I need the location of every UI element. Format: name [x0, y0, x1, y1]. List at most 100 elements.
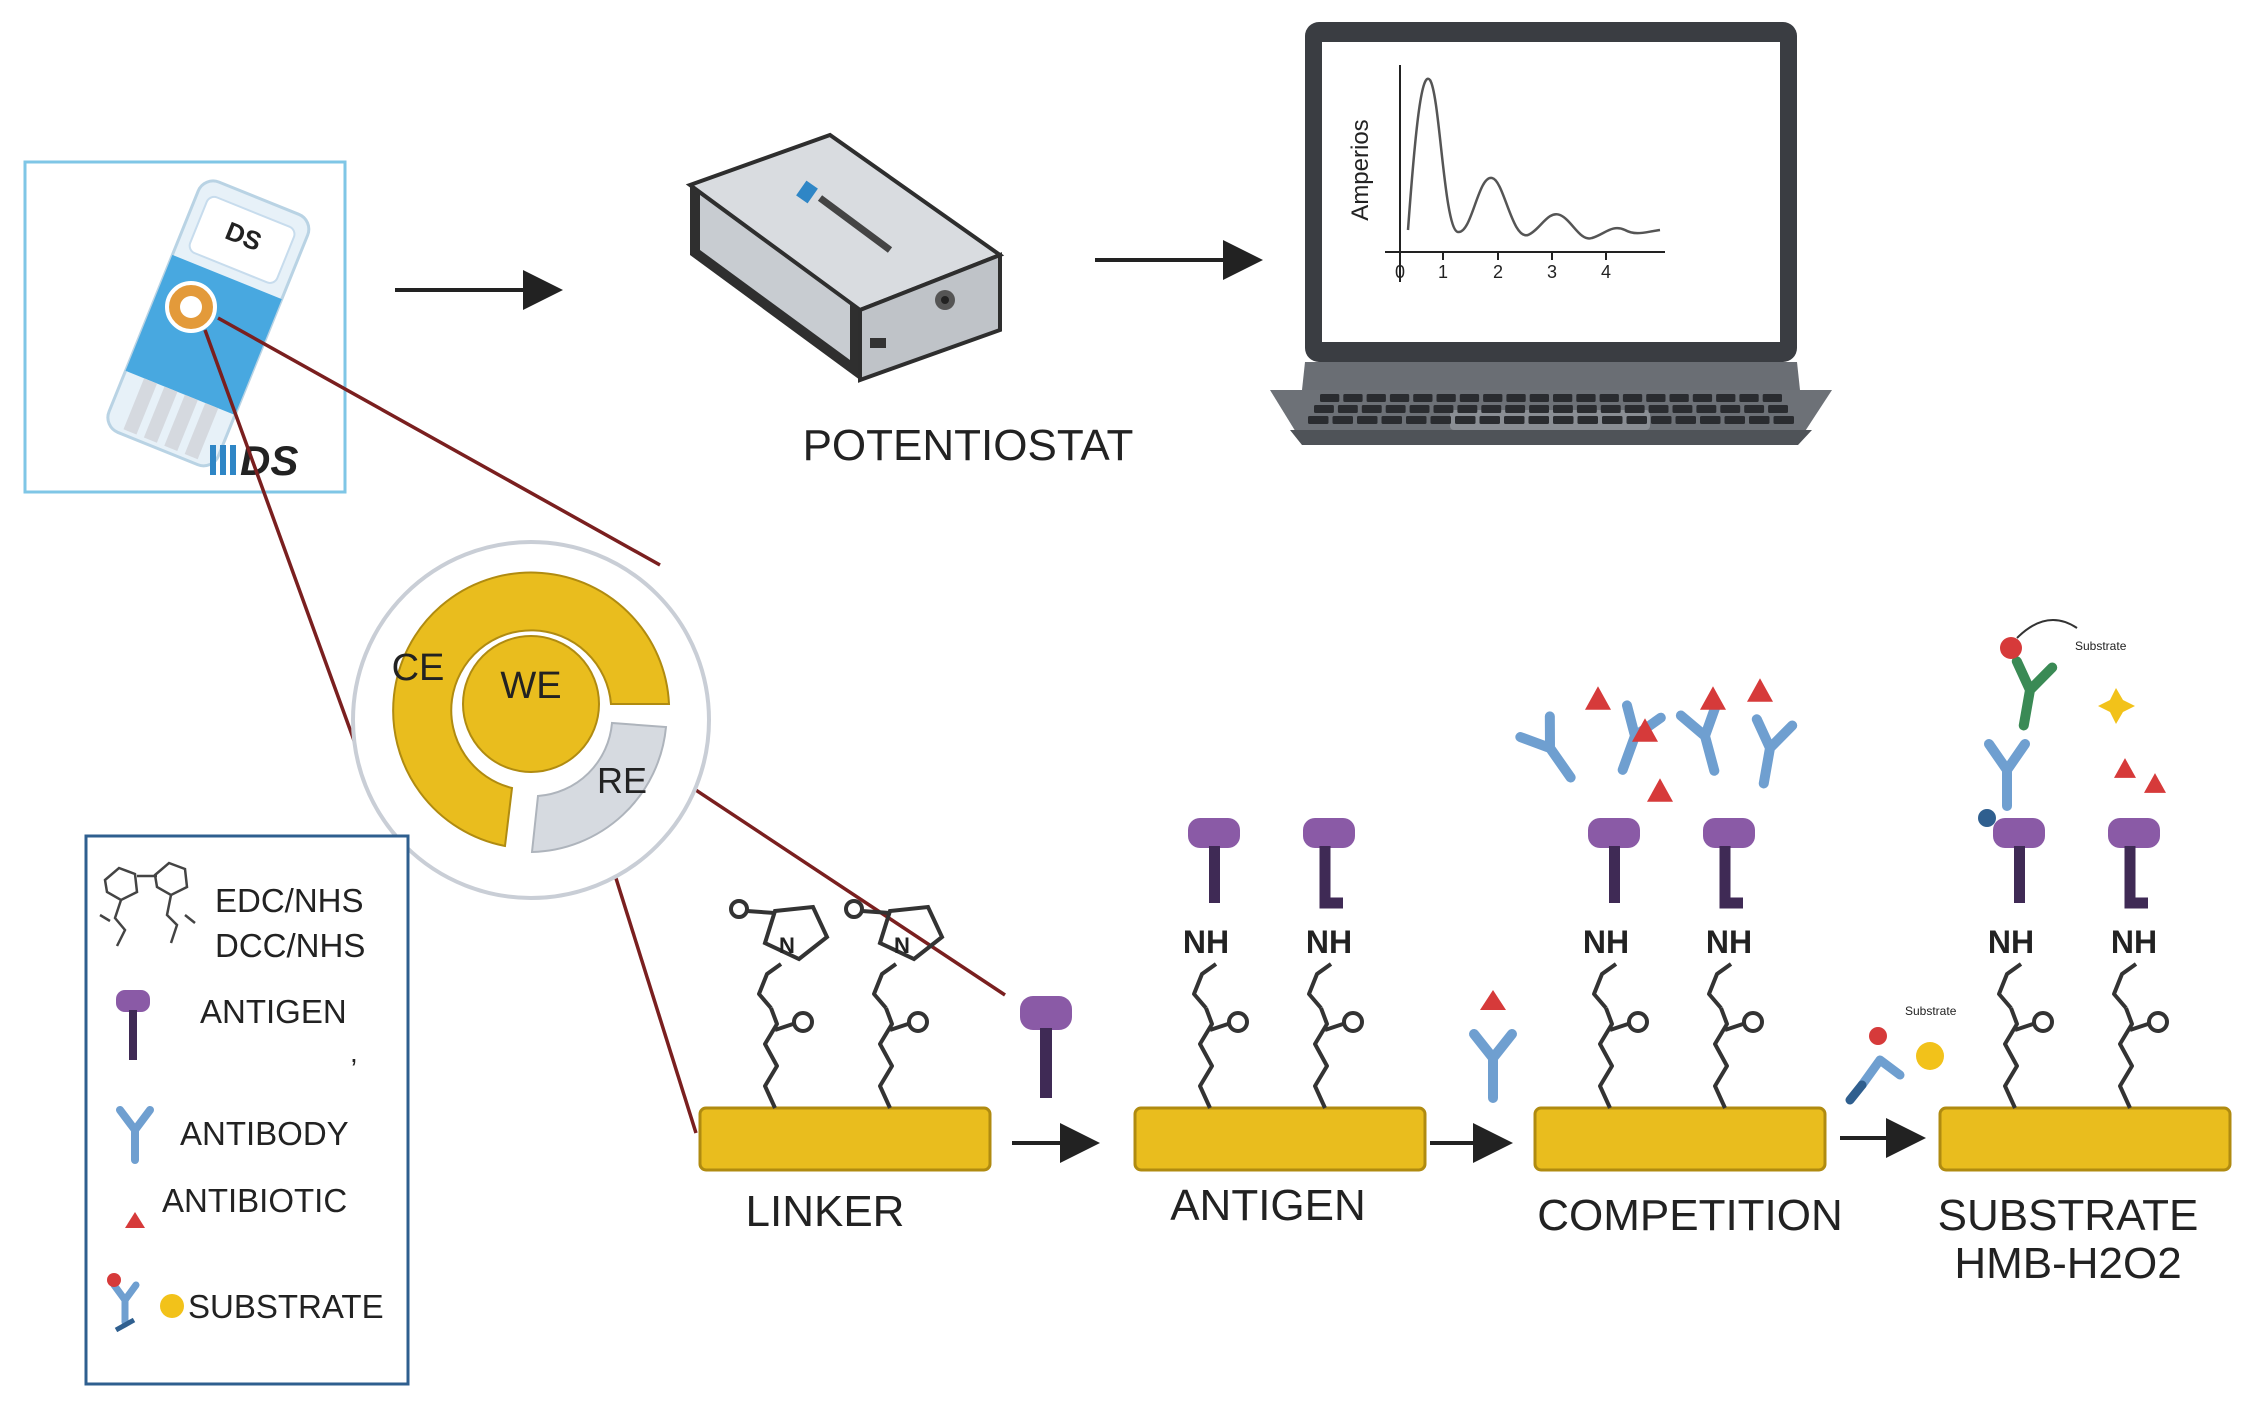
antibody-icon — [116, 1106, 154, 1164]
keyboard-key — [1389, 394, 1410, 402]
crosslinker-icon — [99, 861, 196, 947]
we-label: WE — [500, 665, 561, 707]
keyboard-key — [1385, 405, 1406, 413]
keyboard-key — [1720, 405, 1741, 413]
free-antigen — [1020, 996, 1072, 1098]
nitrogen-atom: N — [779, 933, 795, 958]
step-label-antigen: ANTIGEN — [1170, 1181, 1366, 1230]
working-electrode — [462, 635, 600, 773]
keyboard-key — [1381, 416, 1402, 424]
antibody — [1751, 714, 1798, 789]
counter-electrode — [392, 571, 671, 848]
keyboard-key — [1504, 416, 1525, 424]
step-arrows — [1012, 1118, 1926, 1163]
amine-label: NH — [1583, 924, 1629, 960]
keyboard-key — [1599, 394, 1619, 402]
keyboard-key — [1430, 416, 1451, 424]
keyboard-key — [1529, 405, 1549, 413]
keyboard-key — [1459, 394, 1480, 402]
keyboard — [1308, 394, 1794, 424]
amine-label: NH — [1706, 924, 1752, 960]
keyboard-key — [1479, 416, 1500, 424]
keyboard-key — [1481, 405, 1502, 413]
legend-frame — [84, 834, 410, 1386]
plot-tick-label: 3 — [1547, 262, 1557, 282]
bound-antigen-head — [1303, 818, 1355, 848]
brand-text: DS — [240, 437, 298, 484]
gold-electrode-surface — [698, 1106, 992, 1172]
electrode-strip: DS DS — [23, 160, 347, 494]
step-label-linker: LINKER — [746, 1187, 905, 1236]
keyboard-key — [1602, 416, 1623, 424]
laptop-screen — [1322, 42, 1780, 342]
antigen-icon — [116, 990, 150, 1060]
gold-electrode-surface — [1938, 1106, 2232, 1172]
keyboard-key — [1672, 405, 1693, 413]
legend-label-antigen-comma: , — [350, 1037, 358, 1068]
reference-electrode — [530, 721, 668, 854]
keyboard-key — [1576, 405, 1597, 413]
substrate-molecule — [2098, 688, 2135, 724]
keyboard-key — [1739, 394, 1759, 402]
legend-label-antibody: ANTIBODY — [180, 1115, 349, 1152]
laptop-keyboard — [1318, 336, 1784, 344]
keyboard-key — [1320, 394, 1340, 402]
keyboard-key — [1433, 405, 1454, 413]
legend-label-substrate: SUBSTRATE — [188, 1288, 384, 1325]
keyboard-key — [1457, 405, 1478, 413]
keyboard-key — [1357, 416, 1378, 424]
keyboard-key — [1716, 394, 1736, 402]
plot-tick-label: 4 — [1601, 262, 1611, 282]
keyboard-key — [1675, 416, 1696, 424]
keyboard-key — [1600, 405, 1621, 413]
keyboard-key — [1696, 405, 1717, 413]
keyboard-key — [1337, 405, 1358, 413]
potentiostat-device — [685, 132, 1005, 383]
legend: EDC/NHS DCC/NHS ANTIGEN , ANTIBODY ANTIB… — [84, 834, 410, 1386]
legend-label-crosslinker-1: EDC/NHS — [215, 882, 364, 919]
antibody — [2011, 656, 2058, 731]
step-label-competition: COMPETITION — [1537, 1191, 1843, 1240]
free-substrate-text: Substrate — [1905, 1004, 1957, 1018]
keyboard-key — [1669, 394, 1689, 402]
keyboard-key — [1332, 416, 1353, 424]
plot-y-axis-label: Amperios — [1347, 119, 1374, 220]
keyboard-key — [1455, 416, 1476, 424]
plot-tick-label: 1 — [1438, 262, 1448, 282]
brand-logo: DS — [210, 437, 298, 484]
antibody — [1984, 739, 2030, 811]
potentiostat-label: POTENTIOSTAT — [803, 421, 1134, 470]
bound-antigen-head — [1588, 818, 1640, 848]
keyboard-key — [1692, 394, 1713, 402]
keyboard-key — [1436, 394, 1456, 402]
antibiotic-molecule — [1700, 686, 1726, 710]
keyboard-key — [1553, 416, 1574, 424]
keyboard-key — [1343, 394, 1363, 402]
antibiotic-molecule — [1647, 778, 1673, 802]
antibiotic-molecule — [1632, 718, 1658, 742]
bound-antigen-head — [2108, 818, 2160, 848]
gold-electrode-surface — [1533, 1106, 1827, 1172]
amine-label: NH — [1306, 924, 1352, 960]
free-substrate-conjugate: Substrate — [1845, 1004, 1957, 1105]
antibiotic-molecule — [2144, 773, 2166, 793]
legend-label-crosslinker-2: DCC/NHS — [215, 927, 365, 964]
step-sublabel-substrate: HMB-H2O2 — [1954, 1239, 2181, 1288]
electrode-zoom: CE WE RE — [351, 540, 711, 900]
plot-tick-label: 2 — [1493, 262, 1503, 282]
keyboard-key — [1648, 405, 1669, 413]
keyboard-key — [1762, 394, 1782, 402]
amine-label: NH — [2111, 924, 2157, 960]
antibiotic-molecule — [2114, 758, 2136, 778]
substrate-tag: Substrate — [2075, 639, 2127, 653]
ce-label: CE — [392, 647, 445, 689]
keyboard-key — [1308, 416, 1329, 424]
keyboard-key — [1529, 394, 1549, 402]
keyboard-key — [1553, 394, 1573, 402]
keyboard-key — [1413, 394, 1433, 402]
keyboard-key — [1622, 394, 1643, 402]
